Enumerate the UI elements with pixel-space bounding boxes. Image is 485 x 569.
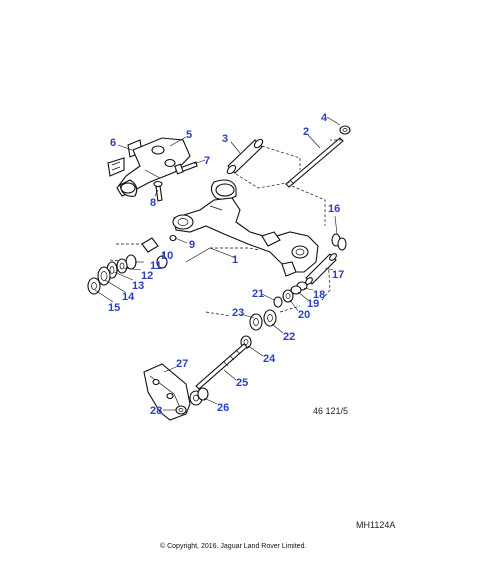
callout-13: 13 bbox=[132, 280, 144, 292]
part-15-washer bbox=[87, 277, 101, 295]
part-20-washer bbox=[282, 289, 294, 303]
part-25-bolt bbox=[195, 343, 248, 390]
callout-6: 6 bbox=[110, 137, 116, 149]
callout-9: 9 bbox=[189, 239, 195, 251]
part-10-bush bbox=[141, 237, 168, 269]
drawing-ref: 46 121/5 bbox=[313, 406, 348, 416]
part-26-nut bbox=[189, 387, 209, 406]
part-14-washer bbox=[97, 266, 111, 286]
guide-line bbox=[321, 257, 331, 301]
callout-14: 14 bbox=[122, 291, 135, 303]
callout-23: 23 bbox=[232, 307, 244, 319]
callout-25: 25 bbox=[236, 377, 248, 389]
callout-11: 11 bbox=[150, 260, 162, 272]
callout-4: 4 bbox=[321, 112, 328, 124]
part-23-washer bbox=[249, 313, 263, 331]
callout-24: 24 bbox=[263, 353, 276, 365]
callout-20: 20 bbox=[298, 309, 310, 321]
callout-1: 1 bbox=[232, 254, 238, 266]
callout-28: 28 bbox=[150, 405, 162, 417]
part-2-shaft bbox=[285, 137, 344, 188]
part-4-nut bbox=[339, 125, 351, 135]
part-21-washer bbox=[273, 296, 283, 308]
callout-labels: 1 2 3 4 5 6 7 8 9 10 11 12 13 14 15 16 1… bbox=[108, 112, 344, 417]
illustration-code: MH1124A bbox=[356, 520, 395, 530]
part-28-bolt bbox=[175, 405, 187, 415]
callout-8: 8 bbox=[150, 197, 156, 209]
callout-5: 5 bbox=[186, 129, 192, 141]
part-19-washer bbox=[290, 285, 302, 295]
callout-2: 2 bbox=[303, 126, 309, 138]
part-3-sleeve bbox=[226, 138, 264, 175]
part-5-bracket bbox=[116, 137, 191, 197]
callout-12: 12 bbox=[141, 270, 153, 282]
part-7-bolt bbox=[174, 161, 198, 175]
part-22-washer bbox=[263, 309, 277, 327]
part-9-pin bbox=[169, 234, 177, 242]
copyright-notice: © Copyright, 2016. Jaguar Land Rover Lim… bbox=[160, 542, 306, 550]
callout-7: 7 bbox=[204, 155, 210, 167]
callout-15: 15 bbox=[108, 302, 120, 314]
leader-lines bbox=[94, 116, 341, 411]
callout-17: 17 bbox=[332, 269, 344, 281]
part-12-washer bbox=[116, 258, 128, 274]
part-8-bolt bbox=[153, 180, 163, 202]
part-1-lever bbox=[172, 179, 319, 277]
part-16-washer bbox=[331, 233, 347, 251]
guide-line bbox=[205, 305, 301, 317]
callout-3: 3 bbox=[222, 133, 228, 145]
callout-26: 26 bbox=[217, 402, 229, 414]
callout-16: 16 bbox=[328, 203, 340, 215]
part-17-spacer bbox=[305, 253, 337, 285]
callout-18: 18 bbox=[313, 289, 325, 301]
washer-stack-left bbox=[87, 254, 137, 295]
guide-line bbox=[291, 139, 342, 226]
callout-19: 19 bbox=[307, 298, 319, 310]
guide-line bbox=[235, 145, 301, 189]
callout-22: 22 bbox=[283, 331, 295, 343]
callout-21: 21 bbox=[252, 288, 264, 300]
callout-27: 27 bbox=[176, 358, 188, 370]
callout-10: 10 bbox=[161, 250, 173, 262]
